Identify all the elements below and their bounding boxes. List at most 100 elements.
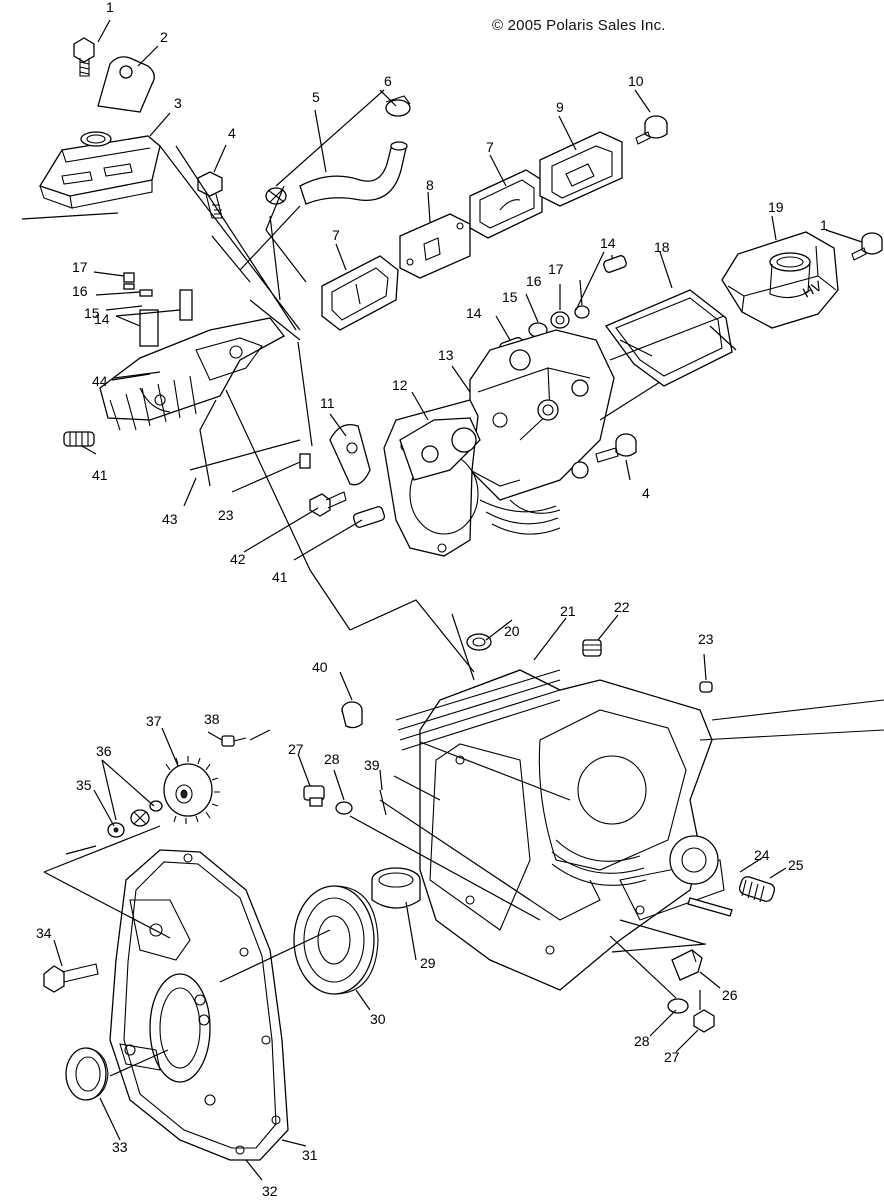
callout-label-8: 8 bbox=[426, 177, 434, 193]
callout-label-23: 23 bbox=[218, 507, 234, 523]
rod-part-18-left bbox=[21, 212, 119, 220]
callout-label-42: 42 bbox=[230, 551, 246, 567]
callout-label-38: 38 bbox=[204, 711, 220, 727]
callout-label-15: 15 bbox=[502, 289, 518, 305]
bushing-part-40 bbox=[341, 701, 363, 729]
oil-pressure-switch-part-26 bbox=[671, 949, 703, 981]
callout-label-12: 12 bbox=[392, 377, 408, 393]
callout-label-4: 4 bbox=[642, 485, 650, 501]
plate-part-8 bbox=[399, 213, 471, 279]
callout-label-14: 14 bbox=[94, 311, 110, 327]
oil-seal-part-33 bbox=[65, 1047, 109, 1101]
callout-label-11: 11 bbox=[320, 395, 335, 411]
gear-part-37 bbox=[163, 756, 220, 824]
callout-label-18: 18 bbox=[654, 239, 670, 255]
callout-label-29: 29 bbox=[420, 955, 436, 971]
callout-label-40: 40 bbox=[312, 659, 328, 675]
assembly-guide-lines-cover bbox=[43, 729, 331, 1077]
bushing-part-29 bbox=[371, 867, 421, 909]
callout-label-14: 14 bbox=[600, 235, 616, 251]
valve-spring-parts-14-15 bbox=[139, 289, 193, 347]
washer-part-28-left bbox=[335, 801, 353, 815]
bolt-part-10 bbox=[635, 115, 668, 145]
callout-label-37: 37 bbox=[146, 713, 162, 729]
callout-label-33: 33 bbox=[112, 1139, 128, 1155]
callout-label-44: 44 bbox=[92, 373, 108, 389]
hose-clamp-part-6-lower bbox=[265, 187, 287, 205]
bolt-part-4-right bbox=[595, 433, 637, 463]
callout-label-2: 2 bbox=[160, 29, 168, 45]
pin-upper-left bbox=[65, 845, 97, 855]
callout-label-16: 16 bbox=[526, 273, 542, 289]
gasket-part-9 bbox=[539, 131, 623, 207]
bolt-part-1-left bbox=[73, 37, 95, 77]
cylinder-head-part-13 bbox=[469, 329, 615, 535]
callout-label-6: 6 bbox=[384, 73, 392, 89]
callout-label-17: 17 bbox=[72, 259, 88, 275]
valve-spring-retainer-part-16 bbox=[139, 289, 153, 297]
bracket-part-2 bbox=[97, 56, 155, 113]
gasket-part-7-lower bbox=[321, 255, 399, 331]
callout-label-21: 21 bbox=[560, 603, 576, 619]
assembly-guide-lines-top bbox=[159, 145, 737, 681]
callout-label-27: 27 bbox=[288, 741, 304, 757]
callout-label-28: 28 bbox=[324, 751, 340, 767]
dowel-pin-part-41-right bbox=[352, 506, 386, 528]
pin-part-24 bbox=[687, 897, 733, 917]
callout-label-28: 28 bbox=[634, 1033, 650, 1049]
washer-part-28-right bbox=[667, 998, 689, 1014]
callout-label-31: 31 bbox=[302, 1147, 318, 1163]
callout-label-15: 15 bbox=[84, 305, 100, 321]
callout-label-17: 17 bbox=[548, 261, 564, 277]
callout-label-43: 43 bbox=[162, 511, 178, 527]
bolt-part-1-right bbox=[851, 232, 883, 261]
callout-label-13: 13 bbox=[438, 347, 454, 363]
dowel-part-23-right bbox=[699, 681, 713, 693]
callout-label-22: 22 bbox=[614, 599, 630, 615]
callout-label-14: 14 bbox=[466, 305, 482, 321]
hose-clamp-part-6-upper bbox=[385, 95, 411, 117]
dowel-part-23-left bbox=[299, 453, 311, 469]
callout-label-35: 35 bbox=[76, 777, 92, 793]
gasket-part-11 bbox=[329, 423, 371, 486]
rocker-cover-part-3 bbox=[39, 131, 161, 209]
callout-label-7: 7 bbox=[332, 227, 340, 243]
callout-label-1: 1 bbox=[106, 0, 114, 15]
oil-plug-part-27-left bbox=[303, 785, 325, 807]
callout-label-1: 1 bbox=[820, 217, 828, 233]
callout-label-10: 10 bbox=[628, 73, 644, 89]
callout-label-41: 41 bbox=[272, 569, 288, 585]
callout-leader-lines bbox=[53, 19, 863, 1181]
callout-label-9: 9 bbox=[556, 99, 564, 115]
rod-part-43 bbox=[189, 439, 301, 471]
callout-label-36: 36 bbox=[96, 743, 112, 759]
callout-label-7: 7 bbox=[486, 139, 494, 155]
bolt-part-34 bbox=[43, 963, 99, 993]
callout-label-39: 39 bbox=[364, 757, 380, 773]
rod-part-44 bbox=[111, 373, 151, 381]
callout-label-5: 5 bbox=[312, 89, 320, 105]
valve-body-left bbox=[99, 317, 285, 431]
oil-plug-part-27-right bbox=[693, 1009, 715, 1033]
bolt-part-42 bbox=[309, 491, 347, 517]
pin-part-38 bbox=[221, 735, 247, 747]
oil-seal-part-20 bbox=[466, 633, 492, 651]
callout-label-3: 3 bbox=[174, 95, 182, 111]
assembly-guide-lines-crankcase bbox=[349, 741, 707, 1010]
copyright-notice: © 2005 Polaris Sales Inc. bbox=[492, 17, 666, 34]
callout-label-25: 25 bbox=[788, 857, 804, 873]
valve-keepers-part-17 bbox=[123, 272, 135, 290]
callout-label-4: 4 bbox=[228, 125, 236, 141]
callout-label-23: 23 bbox=[698, 631, 714, 647]
bearing-part-30 bbox=[293, 885, 379, 995]
head-component-part-12-block bbox=[399, 417, 481, 481]
breather-part-25 bbox=[738, 876, 776, 903]
crankcase-part-21 bbox=[395, 669, 884, 991]
callout-label-24: 24 bbox=[754, 847, 770, 863]
plug-part-22 bbox=[582, 639, 602, 657]
callout-label-30: 30 bbox=[370, 1011, 386, 1027]
callout-label-20: 20 bbox=[504, 623, 520, 639]
